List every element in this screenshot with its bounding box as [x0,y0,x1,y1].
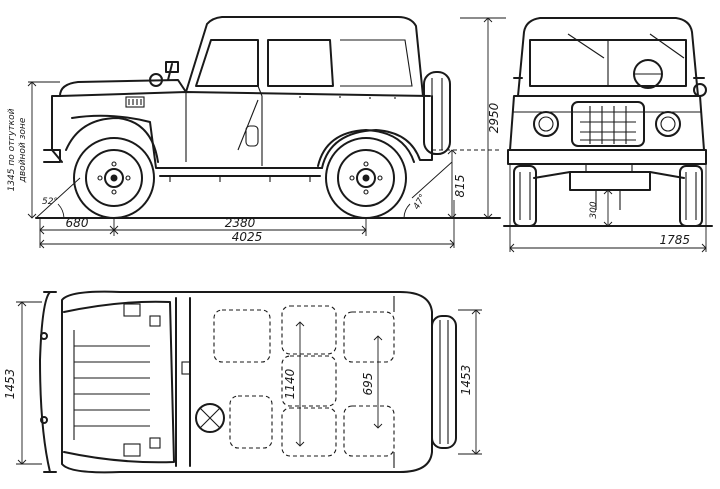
top-front-bumper [39,291,57,473]
front-wheel-side [73,137,155,219]
hood-badge [125,96,145,108]
door-handle [245,125,259,147]
dim-overall-length: 4025 [232,230,263,244]
dim-track-rear: 1453 [459,365,473,396]
windshield [529,39,687,87]
side-view: 2950 815 1345 по отгуткой двойной зоне 5… [7,16,506,249]
body-lower [51,95,433,169]
top-steering-wheel [195,403,225,433]
dim-track-front: 1453 [3,369,17,400]
dim-seat: 695 [361,373,375,396]
top-hood [63,300,175,464]
right-headlight [655,111,681,137]
dim-loaded-height-1: 1345 по отгуткой [7,108,17,191]
dim-body-clearance: 815 [453,175,467,198]
left-headlight [533,111,559,137]
front-view: 300 1785 [503,17,713,253]
top-body-outline [61,290,433,474]
dim-overall-height: 2950 [487,102,501,133]
front-axle [533,171,685,191]
dim-ground-clearance: 300 [589,201,599,218]
wiper [567,33,685,59]
hood [59,79,187,97]
front-bumper-side [43,149,61,163]
approach-angle: 52° [42,197,58,207]
seats [213,305,395,457]
rear-window [267,39,334,87]
dim-interior-width: 1140 [283,368,297,399]
side-mirror [165,61,179,81]
top-windshield [175,297,191,467]
dim-overall-width: 1785 [659,233,690,247]
grille [571,101,645,147]
side-headlight [149,73,163,87]
front-window [195,39,259,87]
spare-tire-top [431,315,457,449]
front-canopy [517,17,699,97]
front-tire-right [679,165,703,227]
spare-tire-side [423,71,451,155]
front-tire-left [513,165,537,227]
canopy [185,16,424,97]
top-view: 1140 695 1453 1453 [3,290,482,474]
front-bumper [507,149,707,165]
dim-front-overhang: 680 [66,216,89,230]
dim-wheelbase: 2380 [225,216,256,230]
rear-wheel-side [325,137,407,219]
dim-loaded-height-2: двойной зоне [18,117,28,183]
